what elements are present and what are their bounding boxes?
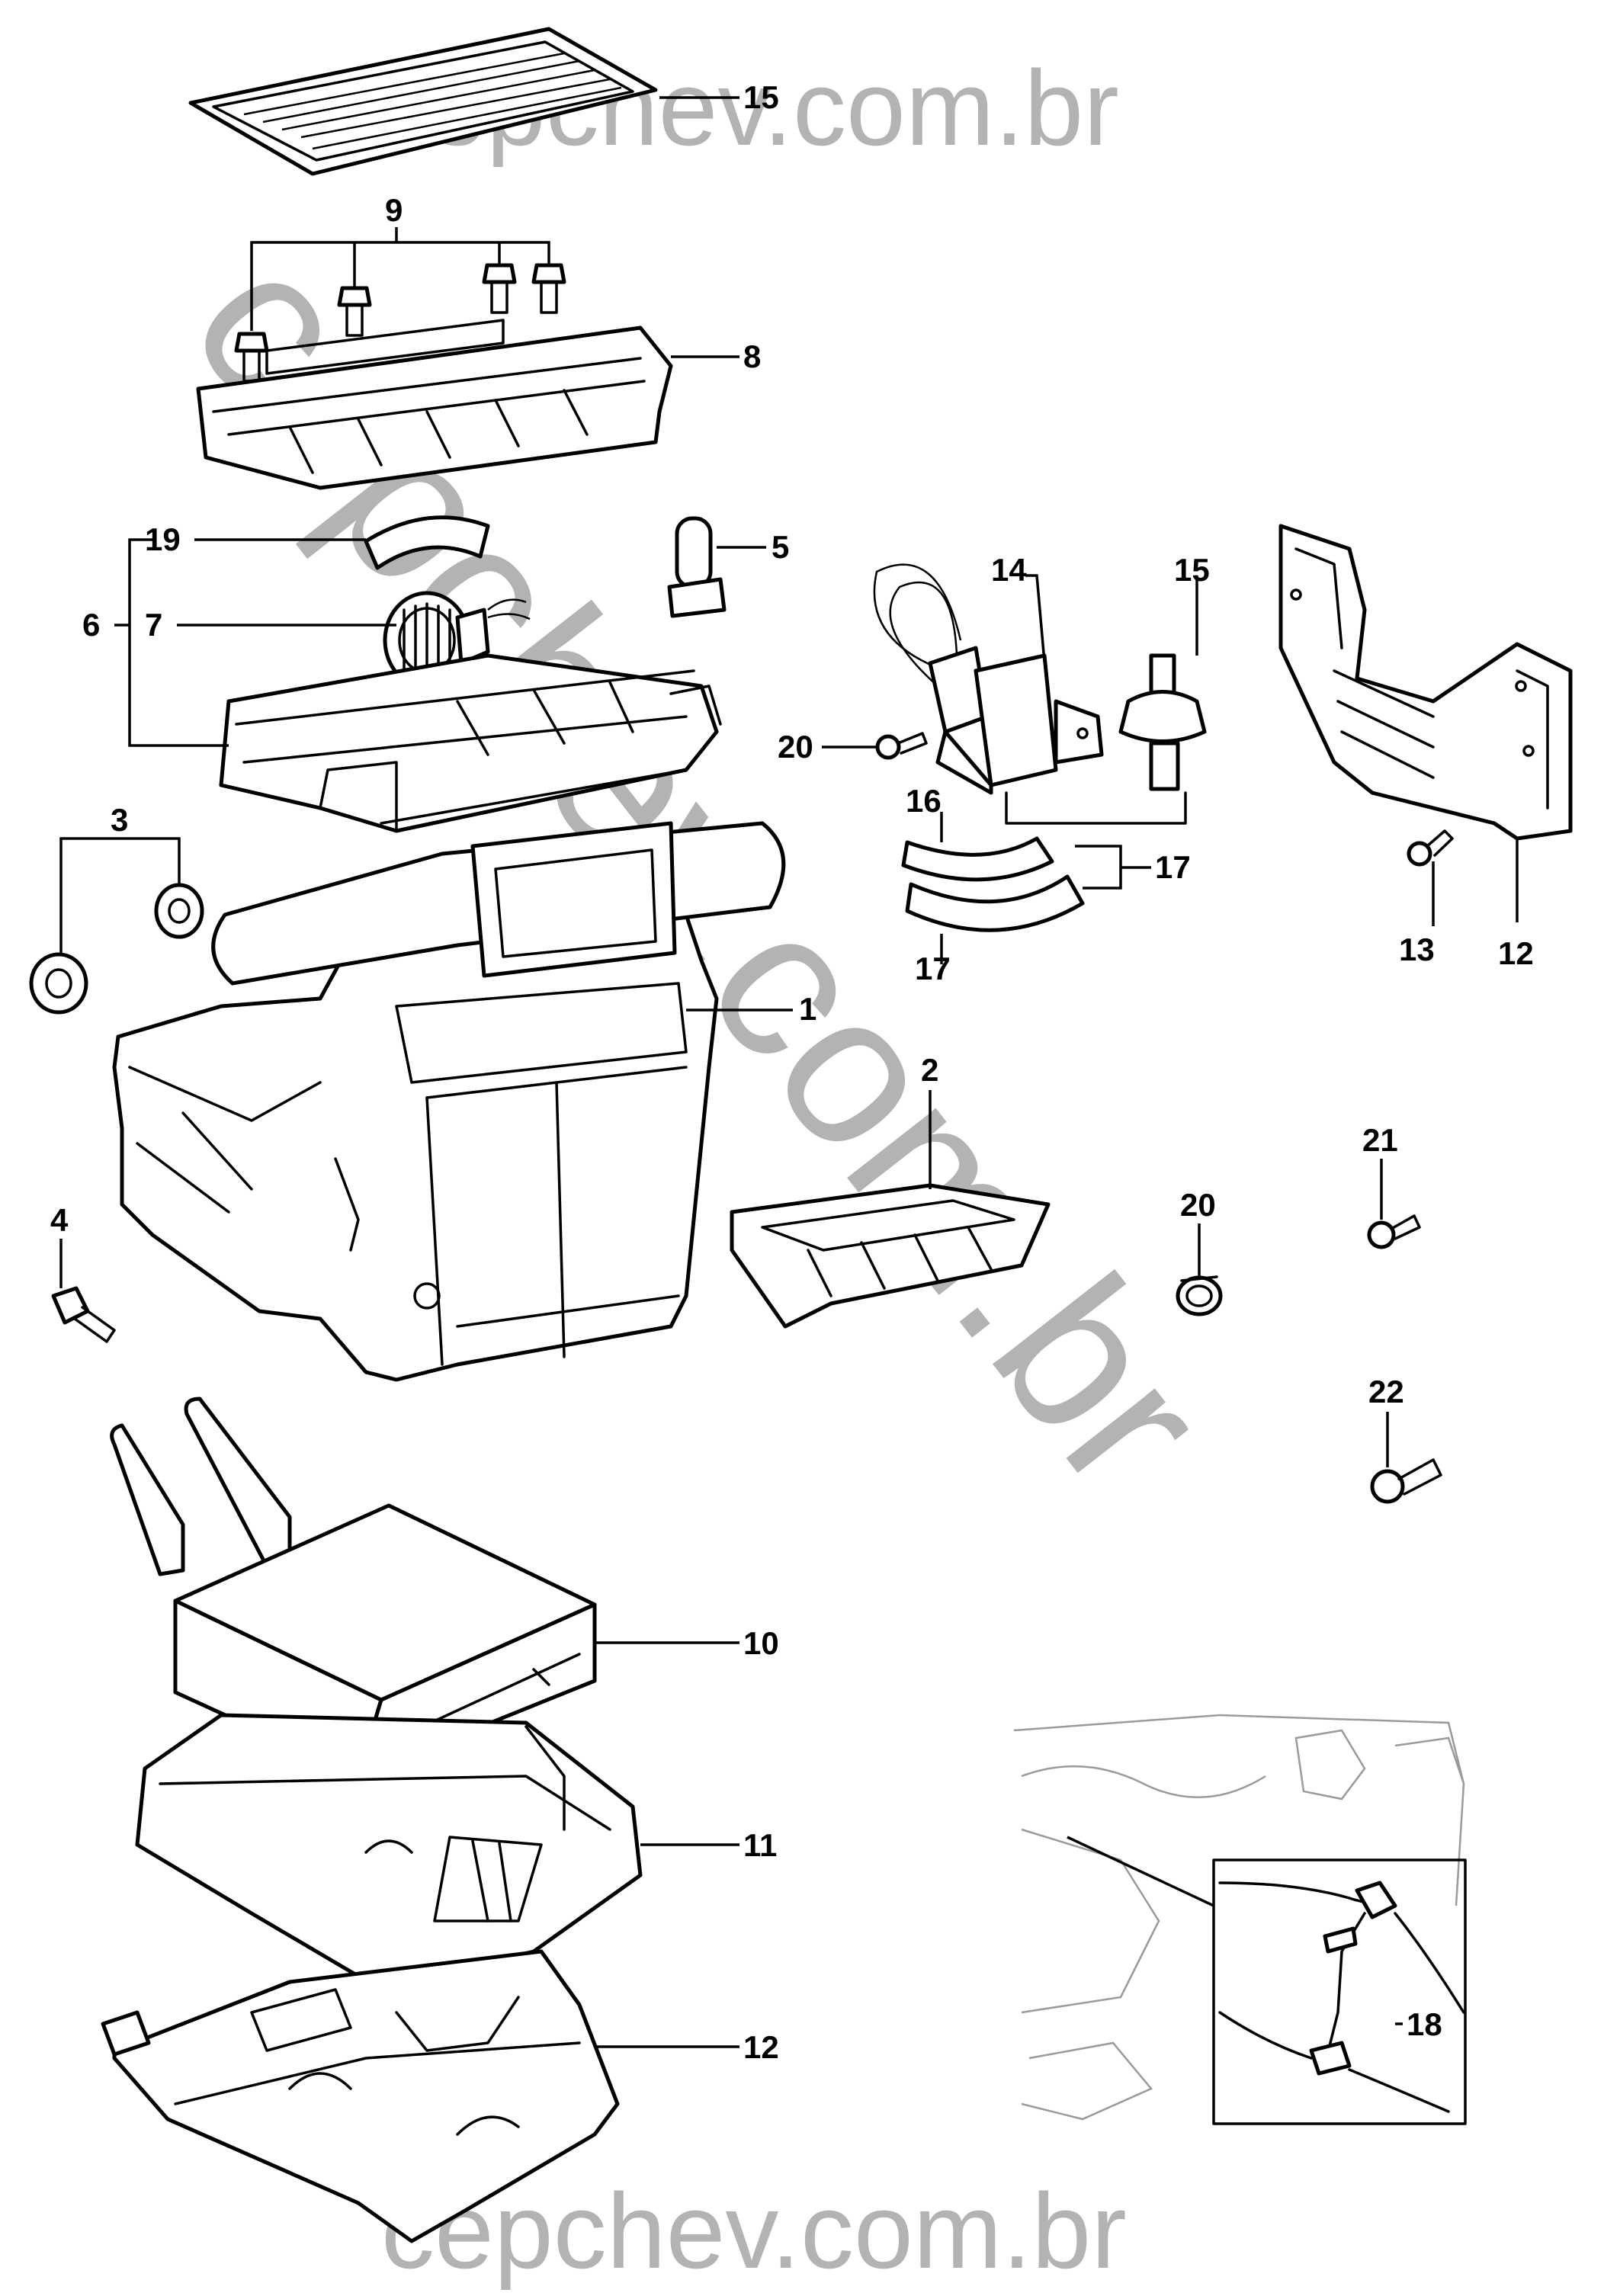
part-4-bolt [51,1286,116,1343]
callout-24: 22 [1368,1374,1404,1409]
part-8-upper-cover [196,319,673,490]
watermark-bottom: cepchev.com.br [381,2171,1127,2291]
callout-13: 12 [1498,935,1534,971]
callout-1: 1 [799,991,816,1027]
part-14-screw [1407,829,1454,867]
callout-10: 10 [743,1625,779,1661]
callout-3: 3 [111,802,128,838]
part-5-connector [667,516,727,618]
callout-16: 15 [743,79,779,115]
callout-17b: 17 [915,951,951,986]
part-21-seal [364,515,490,570]
callout-22: 20 [1180,1187,1216,1223]
part-24-bolt [1370,1458,1442,1504]
part-2-vent-duct [730,1183,1051,1329]
part-9-screws [234,263,566,383]
callout-5: 5 [772,529,789,565]
callout-23: 21 [1362,1122,1398,1158]
part-3-grommets [29,883,204,1015]
callout-7: 7 [145,607,162,643]
callout-labels: 15 9 8 19 6 7 5 14 15 20 16 17 17 13 12 … [50,79,1534,2065]
part-17-18-hoses [901,791,1187,932]
callout-20: 18 [1407,2006,1442,2042]
part-15-switch [873,563,1104,795]
callout-18: 17 [1155,849,1191,885]
callout-17a: 16 [906,783,942,819]
part-20-detail-inset [1013,1714,1467,2125]
part-1-heater-housing [112,821,786,1382]
callout-4: 4 [50,1202,69,1238]
part-23-screw [1367,1214,1421,1249]
inset-frame [1212,1858,1467,2125]
callout-15b: 15 [1174,552,1210,588]
callout-11: 11 [743,1827,777,1863]
leader-lines [59,96,1519,2048]
part-13-bracket [1278,524,1573,841]
callout-8: 8 [743,338,761,374]
part-22-hose-clamp [1176,1275,1223,1316]
callout-12: 12 [743,2029,779,2065]
part-16-filter [188,27,658,176]
callout-15a: 14 [991,552,1027,588]
callout-6: 6 [82,607,100,643]
part-11-lower-cover [135,1713,643,1992]
callout-19: 20 [778,729,813,765]
callout-9: 9 [385,192,403,228]
part-19-screw [875,732,928,760]
callout-21: 19 [145,521,181,557]
callout-14: 13 [1399,932,1435,967]
part-15-valve [1118,653,1207,791]
part-6-blower-housing [219,653,722,833]
part-12-bottom-shell [101,1949,620,2243]
callout-2: 2 [921,1052,938,1088]
